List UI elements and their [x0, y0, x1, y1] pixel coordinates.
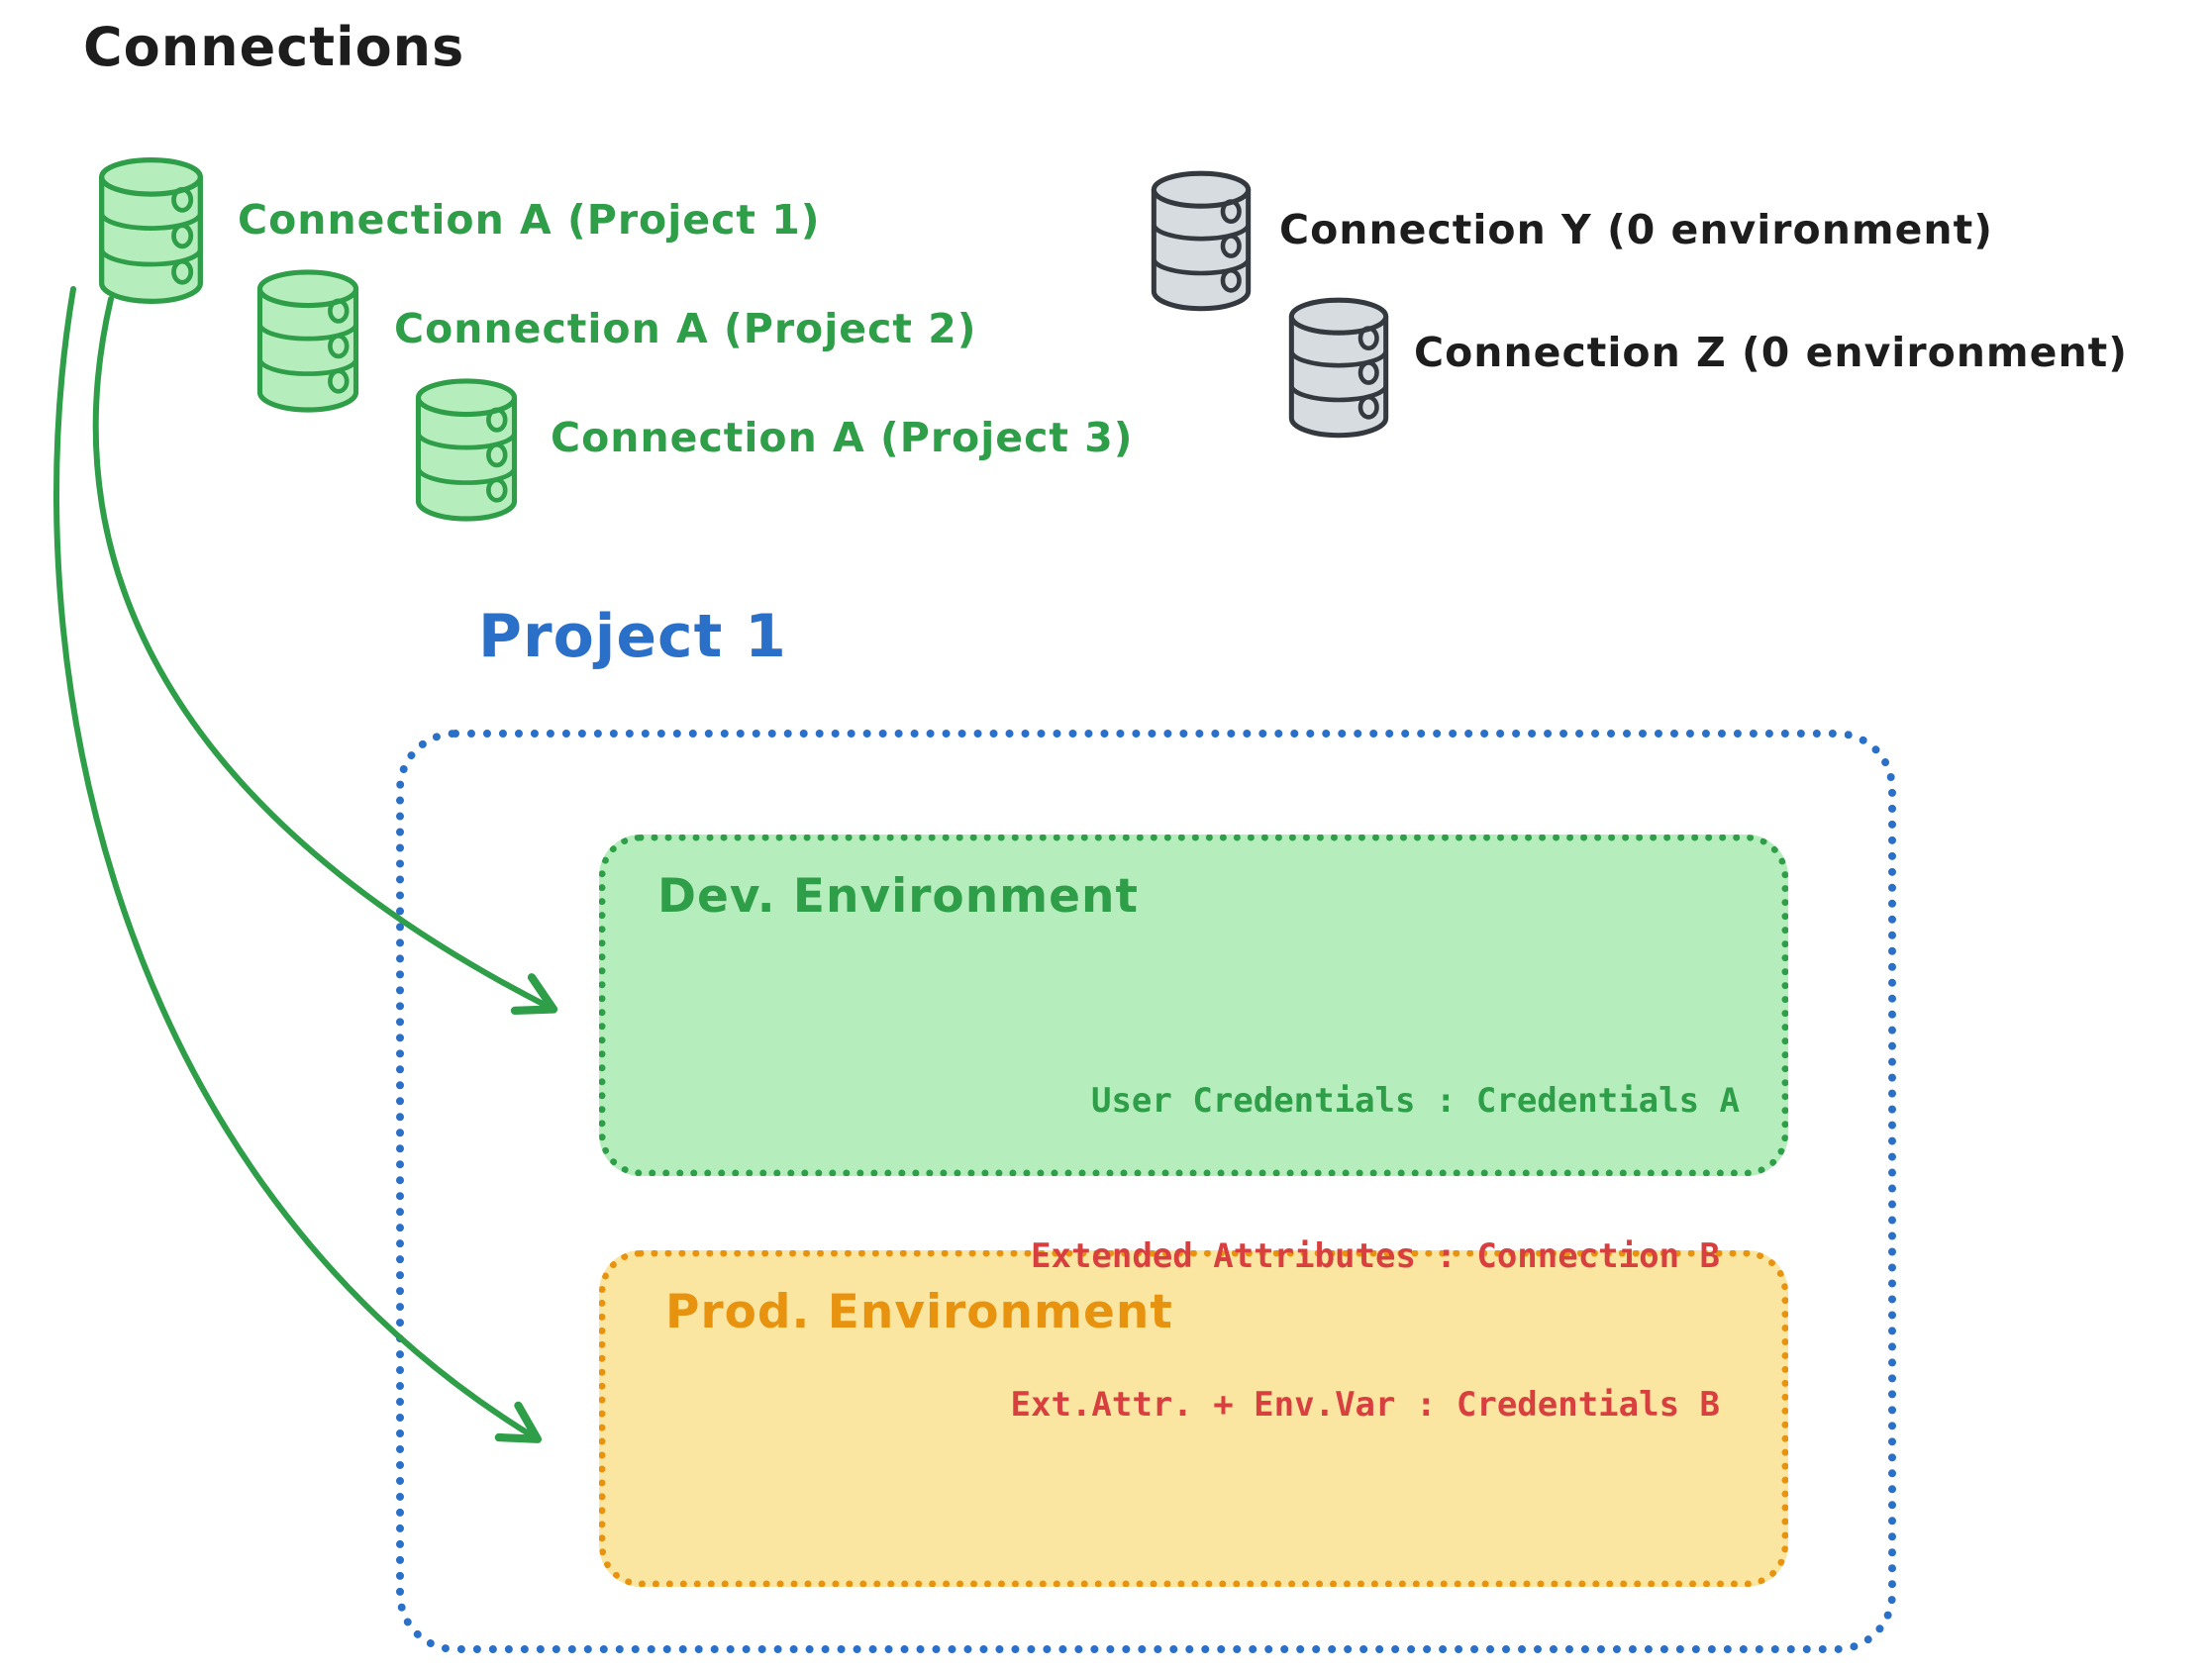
- project-title: Project 1: [478, 602, 787, 671]
- dev-environment-box: Dev. Environment User Credentials : Cred…: [599, 835, 1788, 1176]
- prod-credentials-lines: Extended Attributes : Connection B Ext.A…: [1011, 1132, 1720, 1528]
- dev-credentials-line: User Credentials : Credentials A: [1090, 1081, 1740, 1121]
- connection-z-label: Connection Z (0 environment): [1414, 329, 2128, 376]
- page-title: Connections: [83, 16, 465, 78]
- database-icon-connection-a3: [411, 374, 522, 525]
- connection-a3-label: Connection A (Project 3): [551, 414, 1134, 461]
- dev-environment-title: Dev. Environment: [657, 869, 1139, 924]
- database-icon-connection-y: [1147, 166, 1256, 315]
- connection-a1-label: Connection A (Project 1): [238, 196, 821, 244]
- prod-environment-box: Prod. Environment Extended Attributes : …: [599, 1236, 1788, 1587]
- database-icon-connection-a2: [252, 265, 363, 416]
- database-icon-connection-a1: [94, 153, 208, 307]
- database-icon-connection-z: [1284, 293, 1393, 442]
- prod-environment-title: Prod. Environment: [665, 1285, 1173, 1339]
- prod-credentials-line-2: Ext.Attr. + Env.Var : Credentials B: [1010, 1385, 1720, 1425]
- connection-y-label: Connection Y (0 environment): [1279, 206, 1993, 253]
- connection-a2-label: Connection A (Project 2): [394, 305, 977, 352]
- prod-credentials-line-1: Extended Attributes : Connection B: [1031, 1236, 1720, 1276]
